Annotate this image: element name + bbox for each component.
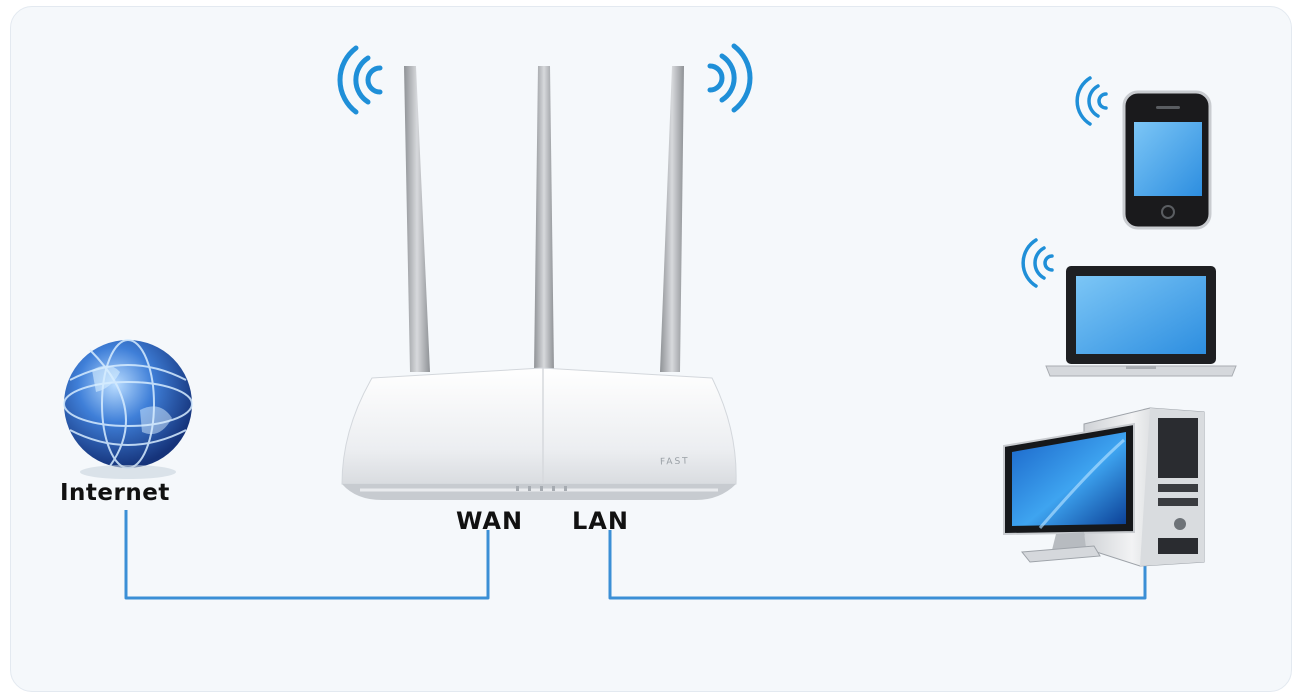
router-antennas <box>404 66 684 372</box>
lan-desktop-cable <box>608 530 1147 600</box>
desktop-computer-icon <box>1003 407 1205 567</box>
router-brand-label: FAST <box>659 456 690 468</box>
lan-port-label: LAN <box>572 507 629 535</box>
router-icon <box>341 367 737 500</box>
wifi-signal-icon <box>1021 238 1054 288</box>
internet-wan-cable <box>124 510 490 600</box>
smartphone-icon <box>1122 90 1212 230</box>
wifi-signal-icon <box>337 45 383 115</box>
wifi-signal-icon <box>707 43 753 113</box>
internet-label: Internet <box>60 480 170 506</box>
wifi-signal-icon <box>1075 76 1108 126</box>
globe-icon <box>63 339 193 479</box>
laptop-icon <box>1045 266 1237 377</box>
cables <box>124 510 1147 600</box>
wan-port-label: WAN <box>456 507 524 535</box>
